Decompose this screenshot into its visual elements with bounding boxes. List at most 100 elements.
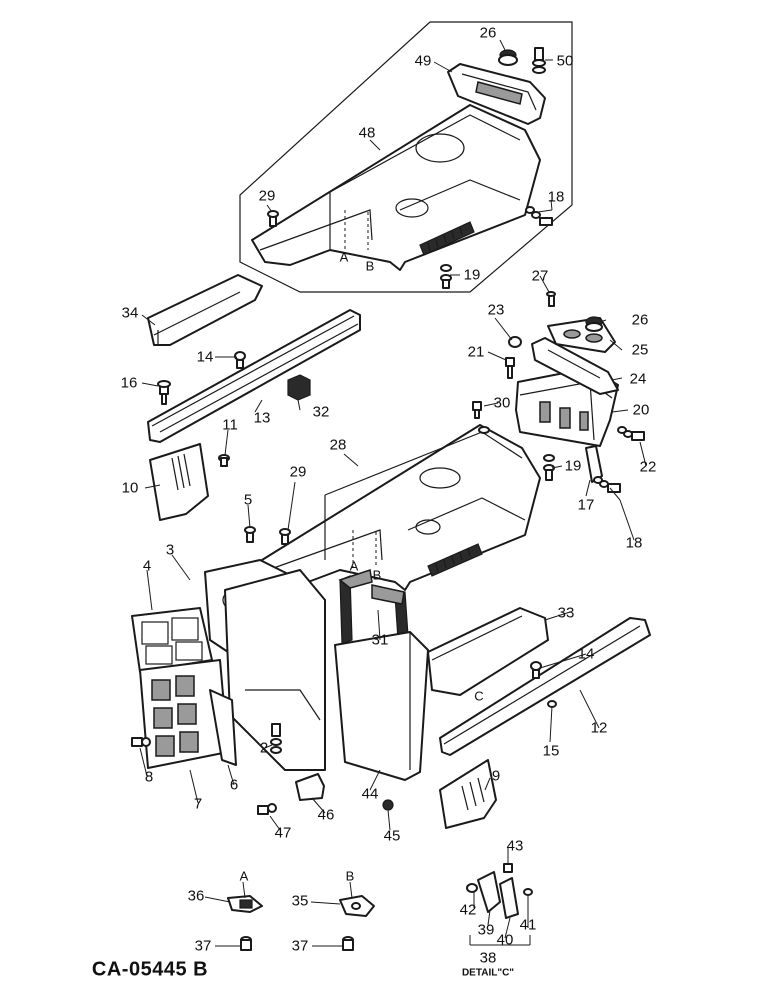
ref-letter-a-clip: A	[239, 868, 249, 884]
callout-3: 3	[165, 541, 175, 559]
callout-13: 13	[253, 409, 271, 427]
part-29-screw-main	[279, 528, 291, 545]
callout-29-main: 29	[289, 463, 307, 481]
part-36-clip	[227, 895, 263, 913]
part-8-screw	[131, 737, 151, 747]
callout-33: 33	[557, 604, 575, 622]
part-48-upper-hood	[251, 104, 541, 271]
part-45-nut	[382, 799, 394, 811]
part-37-screw-b	[342, 936, 354, 951]
part-7-front-grille	[139, 659, 229, 769]
callout-6: 6	[229, 776, 239, 794]
part-50-screw	[532, 47, 546, 74]
part-17-bracket	[585, 445, 603, 483]
inset-boundary	[239, 21, 573, 293]
part-10-louver-panel	[149, 443, 209, 521]
callout-12: 12	[590, 719, 608, 737]
callout-39: 39	[477, 921, 495, 939]
callout-4: 4	[142, 557, 152, 575]
callout-19-inset: 19	[463, 266, 481, 284]
part-18-fasteners-main	[593, 476, 621, 493]
part-16-bolt	[157, 380, 171, 405]
callout-42: 42	[459, 901, 477, 919]
part-46-bracket	[295, 773, 325, 801]
callout-37-a: 37	[194, 937, 212, 955]
callout-45: 45	[383, 827, 401, 845]
part-47-bolt	[257, 803, 277, 815]
part-22-fasteners	[617, 426, 645, 441]
callout-7: 7	[193, 795, 203, 813]
callout-10: 10	[121, 479, 139, 497]
callout-34: 34	[121, 304, 139, 322]
ref-letter-c: C	[474, 688, 484, 704]
part-28-main-hood	[261, 424, 541, 591]
callout-47: 47	[274, 824, 292, 842]
ref-letter-b-main: B	[372, 567, 382, 583]
hood-vent-grille-main	[427, 543, 483, 577]
callout-30: 30	[493, 394, 511, 412]
part-49-bracket	[447, 63, 546, 125]
callout-17: 17	[577, 496, 595, 514]
callout-11: 11	[222, 416, 238, 434]
detail-c-caption: DETAIL"C"	[461, 967, 515, 979]
part-37-screw-a	[240, 936, 252, 951]
callout-36: 36	[187, 887, 205, 905]
callout-29-inset: 29	[258, 187, 276, 205]
ref-letter-a-inset: A	[339, 249, 349, 265]
callout-23: 23	[487, 301, 505, 319]
callout-19-main: 19	[564, 457, 582, 475]
callout-20: 20	[632, 401, 650, 419]
callout-24: 24	[629, 370, 647, 388]
part-9-louver-panel	[439, 759, 497, 829]
part-26-grommet-rear	[585, 316, 603, 332]
part-24-rear-frame	[531, 337, 619, 395]
drawing-code: CA-05445 B	[91, 958, 209, 981]
callout-32: 32	[312, 403, 330, 421]
callout-9: 9	[491, 767, 501, 785]
part-14-bolt-lower	[530, 661, 542, 679]
part-44-side-plate	[334, 631, 429, 781]
callout-5: 5	[243, 491, 253, 509]
part-18-fasteners-inset	[525, 206, 553, 226]
part-33-side-cover	[427, 607, 549, 696]
part-32-block	[287, 374, 311, 401]
callout-16: 16	[120, 374, 138, 392]
callout-22: 22	[639, 458, 657, 476]
part-2-fasteners	[270, 723, 282, 754]
callout-43: 43	[506, 837, 524, 855]
callout-8: 8	[144, 768, 154, 786]
part-29-screw-inset	[267, 210, 279, 227]
callout-49: 49	[414, 52, 432, 70]
part-19-fasteners-inset	[440, 264, 452, 289]
callout-44: 44	[361, 785, 379, 803]
part-11-screw	[218, 454, 230, 467]
part-30-bolt	[472, 401, 490, 434]
callout-26-top: 26	[479, 24, 497, 42]
part-13-rail	[147, 309, 361, 443]
callout-31: 31	[371, 631, 389, 649]
callout-15: 15	[542, 742, 560, 760]
callout-18-inset: 18	[547, 188, 565, 206]
leader-lines	[139, 39, 647, 947]
callout-28: 28	[329, 436, 347, 454]
ref-letter-b-clip: B	[345, 868, 355, 884]
callout-2: 2	[259, 739, 269, 757]
callout-35: 35	[291, 892, 309, 910]
callout-25: 25	[631, 341, 649, 359]
callout-14-upper: 14	[196, 348, 214, 366]
part-6-grille-side	[209, 689, 237, 766]
hood-vent-grille-upper	[419, 221, 475, 256]
part-5-screw	[244, 526, 256, 543]
callout-37-b: 37	[291, 937, 309, 955]
detail-c-assembly	[466, 863, 533, 919]
callout-48: 48	[358, 124, 376, 142]
part-14-bolt-upper	[234, 351, 246, 369]
part-35-clip	[339, 895, 375, 917]
callout-14-lower: 14	[577, 645, 595, 663]
part-12-rail	[439, 617, 651, 756]
callout-18-main: 18	[625, 534, 643, 552]
part-21-bolt	[505, 357, 515, 379]
callout-21: 21	[467, 343, 485, 361]
